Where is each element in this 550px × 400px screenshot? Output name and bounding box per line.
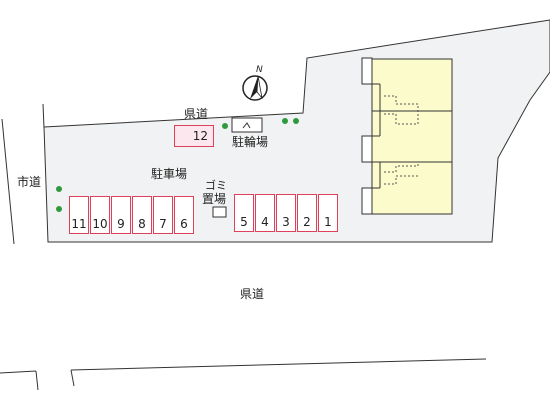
parking-label: 駐車場: [151, 167, 188, 181]
lot-edge-tick: [42, 103, 45, 129]
city-road-label: 市道: [17, 175, 42, 189]
stair-dash: [384, 162, 419, 185]
prefectural-road-top-label: 県道: [184, 107, 209, 121]
tree: [56, 206, 62, 212]
parking-stall-number: 4: [261, 215, 269, 229]
prefectural-road-edge: [70, 369, 75, 387]
parking-stall-number: 10: [92, 217, 108, 231]
parking-stall: 11: [69, 196, 89, 234]
parking-stall-12: 12: [174, 125, 214, 147]
parking-stall: 7: [153, 196, 173, 234]
building-unit: [371, 161, 453, 215]
bicycle-shed-mark: [242, 122, 251, 129]
building: [361, 57, 453, 215]
tree: [282, 118, 288, 124]
parking-stall-number: 11: [71, 217, 87, 231]
compass-needle: [256, 75, 263, 100]
bicycle-shed: [231, 117, 263, 133]
parking-stall: 5: [234, 194, 254, 232]
prefectural-road-edge: [70, 358, 487, 371]
garbage-box: [212, 206, 227, 218]
tree: [222, 123, 228, 129]
parking-stall-number: 5: [240, 215, 248, 229]
parking-stall-number: 2: [303, 215, 311, 229]
balcony: [361, 57, 373, 85]
tree: [56, 186, 62, 192]
city-road-edge: [1, 118, 15, 245]
parking-stall: 9: [111, 196, 131, 234]
parking-stall: 10: [90, 196, 110, 234]
parking-stall-number: 6: [180, 217, 188, 231]
parking-stall-number: 12: [192, 129, 208, 143]
prefectural-road-edge: [0, 370, 37, 374]
parking-stall: 1: [318, 194, 338, 232]
stair-dash: [384, 95, 419, 125]
building-unit: [371, 58, 453, 112]
parking-stall-number: 9: [117, 217, 125, 231]
prefectural-road-edge: [35, 370, 39, 391]
garbage-label-bottom: 置場: [202, 192, 227, 206]
parking-stall-number: 8: [138, 217, 146, 231]
bicycle-parking-label: 駐輪場: [232, 135, 269, 149]
prefectural-road-bottom-label: 県道: [240, 287, 265, 301]
parking-stall-number: 7: [159, 217, 167, 231]
compass: [242, 75, 268, 101]
parking-stall: 4: [255, 194, 275, 232]
parking-stall: 8: [132, 196, 152, 234]
parking-stall: 2: [297, 194, 317, 232]
garbage-label-top: ゴミ: [205, 179, 227, 192]
balcony: [361, 135, 373, 163]
parking-stall-number: 1: [324, 215, 332, 229]
compass-north-label: N: [256, 65, 263, 75]
tree: [293, 118, 299, 124]
balcony: [361, 187, 373, 215]
parking-stall: 6: [174, 196, 194, 234]
parking-stall: 3: [276, 194, 296, 232]
building-unit: [371, 110, 453, 163]
parking-stall-number: 3: [282, 215, 290, 229]
compass-needle: [250, 76, 258, 99]
